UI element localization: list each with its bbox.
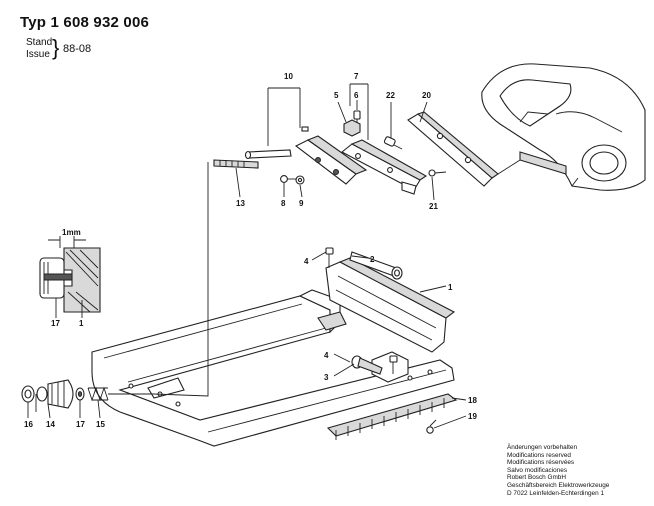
callout-4-upper: 4 (304, 257, 309, 266)
callout-22: 22 (386, 91, 395, 100)
brace-glyph: } (52, 35, 60, 60)
callout-1: 1 (448, 283, 453, 292)
part-nut-16 (21, 385, 35, 403)
stand-label: Stand (26, 37, 53, 48)
callout-18: 18 (468, 396, 477, 405)
part-screw-8 (280, 175, 296, 183)
part-rack-18 (326, 393, 458, 440)
part-washer-9 (295, 175, 305, 185)
note-line: Robert Bosch GmbH (507, 474, 566, 482)
note-line: D 7022 Leinfelden-Echterdingen 1 (507, 489, 604, 497)
part-screw-4-upper (325, 247, 334, 268)
legal-notes: Änderungen vorbehalten Modifications res… (507, 444, 609, 497)
note-line: Salvo modificaciones (507, 466, 568, 474)
note-line: Modifications reserved (507, 451, 571, 459)
callout-1-inset: 1 (79, 319, 84, 328)
callout-7: 7 (354, 72, 359, 81)
part-screw-22 (383, 136, 403, 150)
document-title: Typ 1 608 932 006 (20, 14, 150, 31)
callout-9: 9 (299, 199, 304, 208)
part-bracket-10 (294, 126, 368, 185)
callout-8: 8 (281, 199, 286, 208)
part-washer-17 (75, 387, 85, 401)
callout-5: 5 (334, 91, 339, 100)
part-bracket-7 (341, 139, 428, 195)
part-screw-19 (426, 419, 437, 434)
callout-13: 13 (236, 199, 245, 208)
note-line: Änderungen vorbehalten (507, 444, 577, 451)
callout-19: 19 (468, 412, 477, 421)
part-knob-14 (36, 379, 74, 409)
part-base-frame (91, 289, 455, 447)
callout-3: 3 (324, 373, 329, 382)
note-line: Modifications réservées (507, 459, 575, 467)
issue-label: Issue (26, 49, 50, 60)
callout-leaders-upper (235, 83, 521, 201)
tool-slot (519, 151, 567, 175)
tool-housing (481, 63, 646, 191)
callout-17-inset: 17 (51, 319, 60, 328)
assembly-guide-line (153, 162, 209, 397)
part-screw-21 (428, 169, 447, 177)
stand-issue-labels: Stand Issue (26, 37, 52, 61)
callout-16: 16 (24, 420, 33, 429)
part-fence-1 (325, 257, 456, 383)
callout-20: 20 (422, 91, 431, 100)
note-line: Geschäftsbereich Elektrowerkzeuge (507, 481, 610, 489)
part-spring-15 (87, 386, 109, 402)
part-pin-2 (349, 251, 403, 280)
part-nut-5 (343, 119, 361, 137)
part-screw-4-lower (389, 355, 398, 374)
callout-14: 14 (46, 420, 55, 429)
part-bolt-3 (351, 355, 383, 375)
callout-10: 10 (284, 72, 293, 81)
callout-21: 21 (429, 202, 438, 211)
callout-17: 17 (76, 420, 85, 429)
detail-inset (39, 236, 101, 318)
callout-4-lower: 4 (324, 351, 329, 360)
part-threaded-rod-13 (213, 159, 259, 169)
tool-bore-inner (589, 151, 619, 175)
part-pin-10 (244, 149, 292, 160)
dimension-1mm: 1mm (62, 228, 81, 237)
callout-leaders-lower (27, 251, 467, 429)
callout-15: 15 (96, 420, 105, 429)
callout-6: 6 (354, 91, 359, 100)
stand-value: 88-08 (63, 43, 92, 55)
callout-labels: 10 7 5 6 22 20 13 8 9 21 1mm 17 1 4 2 1 … (24, 72, 477, 429)
callout-2: 2 (370, 255, 375, 264)
